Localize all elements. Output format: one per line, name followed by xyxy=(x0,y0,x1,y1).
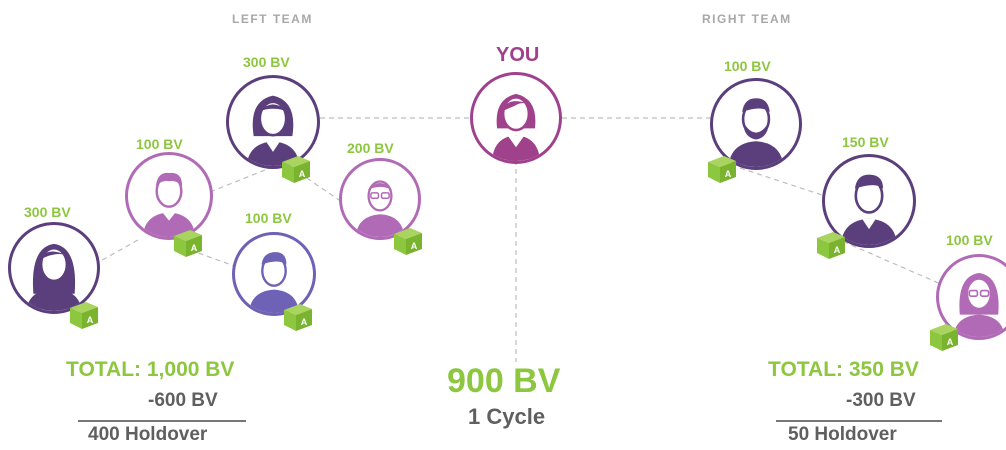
right-member-2-bv: 150 BV xyxy=(842,134,889,150)
left-member-1-avatar xyxy=(226,75,320,169)
right-minus: -300 BV xyxy=(846,390,916,411)
right-branch-1 xyxy=(739,167,826,197)
product-box-icon: A xyxy=(172,228,204,258)
left-member-3-avatar xyxy=(339,158,421,240)
left-holdover: 400 Holdover xyxy=(88,424,208,445)
left-member-2-avatar xyxy=(125,152,213,240)
product-box-icon: A xyxy=(706,154,738,184)
left-member-1-bv: 300 BV xyxy=(243,54,290,70)
person-avatar-icon xyxy=(142,172,196,237)
left-member-3-bv: 200 BV xyxy=(347,140,394,156)
product-box-icon: A xyxy=(282,302,314,332)
person-avatar-icon xyxy=(246,95,300,166)
svg-text:A: A xyxy=(87,315,94,325)
person-avatar-icon xyxy=(953,273,1005,337)
svg-text:A: A xyxy=(299,169,306,179)
right-team-heading: RIGHT TEAM xyxy=(702,12,792,26)
center-total-bv: 900 BV xyxy=(447,362,561,400)
left-total: TOTAL: 1,000 BV xyxy=(66,358,235,381)
person-avatar-icon xyxy=(26,243,82,311)
left-minus: -600 BV xyxy=(148,390,218,411)
product-box-icon: A xyxy=(68,300,100,330)
right-member-1-avatar xyxy=(710,78,802,170)
left-team-heading: LEFT TEAM xyxy=(232,12,313,26)
you-label: YOU xyxy=(496,44,540,66)
right-branch-2 xyxy=(834,237,951,289)
right-member-1-bv: 100 BV xyxy=(724,58,771,74)
product-box-icon: A xyxy=(392,226,424,256)
product-box-icon: A xyxy=(928,322,960,352)
svg-text:A: A xyxy=(191,243,198,253)
svg-text:A: A xyxy=(834,245,841,255)
person-avatar-icon xyxy=(249,252,299,313)
person-avatar-icon xyxy=(728,98,784,167)
left-member-4-bv: 100 BV xyxy=(245,210,292,226)
left-member-2-bv: 100 BV xyxy=(136,136,183,152)
person-avatar-icon xyxy=(491,93,541,161)
right-member-3-bv: 100 BV xyxy=(946,232,993,248)
right-total: TOTAL: 350 BV xyxy=(768,358,919,381)
right-member-2-avatar xyxy=(822,154,916,248)
left-member-5-avatar xyxy=(8,222,100,314)
product-box-icon: A xyxy=(815,230,847,260)
left-branch-1 xyxy=(194,169,266,199)
right-member-3-avatar xyxy=(936,254,1006,340)
svg-text:A: A xyxy=(411,241,418,251)
left-member-5-bv: 300 BV xyxy=(24,204,71,220)
svg-text:A: A xyxy=(947,337,954,347)
you-avatar xyxy=(470,72,562,164)
person-avatar-icon xyxy=(840,174,898,245)
svg-text:A: A xyxy=(301,317,308,327)
product-box-icon: A xyxy=(280,154,312,184)
center-cycle: 1 Cycle xyxy=(468,404,546,429)
left-member-4-avatar xyxy=(232,232,316,316)
left-divider xyxy=(78,420,246,422)
right-holdover: 50 Holdover xyxy=(788,424,897,445)
right-divider xyxy=(776,420,942,422)
svg-text:A: A xyxy=(725,169,732,179)
person-avatar-icon xyxy=(355,180,405,237)
